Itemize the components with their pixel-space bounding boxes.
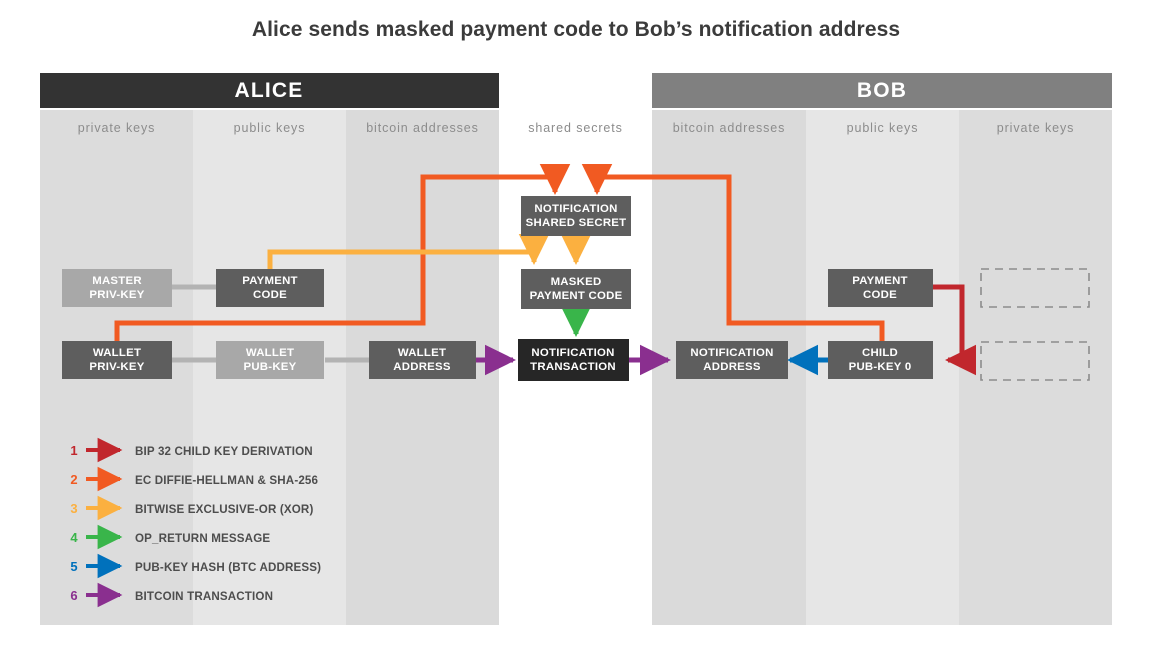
- legend-number-2: 2: [70, 472, 77, 487]
- node-box-wallet-pub-key: [216, 341, 324, 379]
- node-masked-payment-code[interactable]: MASKED PAYMENT CODE: [521, 269, 631, 309]
- column-label-bob-bitcoin-addresses: bitcoin addresses: [673, 121, 786, 135]
- arrow-yellow-payment-code-to-masked: [267, 234, 550, 269]
- node-label-payment-code-bob-line1: PAYMENT: [852, 275, 908, 287]
- legend-item-2: 2 EC DIFFIE-HELLMAN & SHA-256: [70, 466, 319, 492]
- node-box-notification-address: [676, 341, 788, 379]
- legend-number-4: 4: [70, 530, 78, 545]
- flow-arrows: [114, 164, 976, 376]
- node-master-priv-key[interactable]: MASTER PRIV-KEY: [62, 269, 172, 307]
- header-label-alice: ALICE: [235, 79, 304, 102]
- legend-item-4: 4 OP_RETURN MESSAGE: [70, 524, 270, 550]
- node-box-master-priv-key: [62, 269, 172, 307]
- node-payment-code-alice[interactable]: PAYMENT CODE: [216, 269, 324, 307]
- node-label-wallet-priv-key-line1: WALLET: [93, 347, 141, 359]
- node-box-payment-code-bob: [828, 269, 933, 307]
- node-box-wallet-priv-key: [62, 341, 172, 379]
- legend-label-1: BIP 32 CHILD KEY DERIVATION: [135, 445, 313, 458]
- node-label-notification-address-line1: NOTIFICATION: [690, 347, 773, 359]
- node-wallet-pub-key[interactable]: WALLET PUB-KEY: [216, 341, 324, 379]
- node-label-masked-payment-code-line1: MASKED: [551, 276, 602, 288]
- node-box-notification-transaction: [518, 339, 629, 381]
- node-label-child-pub-key-0-line1: CHILD: [862, 347, 898, 359]
- legend-number-3: 3: [70, 501, 77, 516]
- column-band-bob-private-keys: [959, 110, 1112, 625]
- placeholder-boxes: [980, 268, 1090, 381]
- node-label-masked-payment-code-line2: PAYMENT CODE: [530, 290, 623, 302]
- node-box-wallet-address: [369, 341, 476, 379]
- node-label-wallet-address-line2: ADDRESS: [393, 361, 451, 373]
- node-boxes: MASTER PRIV-KEY PAYMENT CODE NOTIFICATIO…: [62, 196, 933, 381]
- header-label-bob: BOB: [857, 79, 907, 102]
- node-box-child-pub-key-0: [828, 341, 933, 379]
- column-label-alice-public-keys: public keys: [234, 121, 306, 135]
- node-label-notification-address-line2: ADDRESS: [703, 361, 761, 373]
- column-label-alice-bitcoin-addresses: bitcoin addresses: [366, 121, 479, 135]
- node-label-child-pub-key-0-line2: PUB-KEY 0: [849, 361, 912, 373]
- node-label-notification-transaction-line2: TRANSACTION: [530, 361, 616, 373]
- legend-item-6: 6 BITCOIN TRANSACTION: [70, 582, 273, 608]
- node-label-payment-code-alice-line2: CODE: [253, 289, 287, 301]
- header-bar-alice: [40, 73, 499, 108]
- page-title: Alice sends masked payment code to Bob’s…: [251, 18, 901, 41]
- legend-number-6: 6: [70, 588, 77, 603]
- node-wallet-priv-key[interactable]: WALLET PRIV-KEY: [62, 341, 172, 379]
- arrow-red-payment-code-to-child-pubkey: [933, 284, 976, 376]
- column-label-bob-public-keys: public keys: [847, 121, 919, 135]
- placeholder-box-bob-private-key-upper: [980, 268, 1090, 308]
- legend-number-5: 5: [70, 559, 77, 574]
- node-payment-code-bob[interactable]: PAYMENT CODE: [828, 269, 933, 307]
- node-label-wallet-pub-key-line2: PUB-KEY: [243, 361, 296, 373]
- node-box-notification-shared-secret: [521, 196, 631, 236]
- node-box-payment-code-alice: [216, 269, 324, 307]
- legend-label-4: OP_RETURN MESSAGE: [135, 532, 270, 545]
- legend-label-3: BITWISE EXCLUSIVE-OR (XOR): [135, 503, 313, 516]
- legend-item-5: 5 PUB-KEY HASH (BTC ADDRESS): [70, 553, 321, 579]
- node-notification-address[interactable]: NOTIFICATION ADDRESS: [676, 341, 788, 379]
- node-label-wallet-priv-key-line2: PRIV-KEY: [89, 361, 144, 373]
- legend-item-1: 1 BIP 32 CHILD KEY DERIVATION: [70, 437, 313, 463]
- legend-number-1: 1: [70, 443, 77, 458]
- header-bar-bob: [652, 73, 1112, 108]
- legend-label-6: BITCOIN TRANSACTION: [135, 590, 273, 603]
- placeholder-box-bob-private-key-lower: [980, 341, 1090, 381]
- node-label-master-priv-key-line1: MASTER: [92, 275, 142, 287]
- party-headers: ALICE BOB: [40, 73, 1112, 108]
- arrow-orange-bob-to-shared-secret: [581, 164, 885, 341]
- node-notification-transaction[interactable]: NOTIFICATION TRANSACTION: [518, 339, 629, 381]
- column-label-bob-private-keys: private keys: [997, 121, 1075, 135]
- legend: 1 BIP 32 CHILD KEY DERIVATION 2 EC DIFFI…: [70, 437, 321, 608]
- column-labels: private keys public keys bitcoin address…: [78, 121, 1075, 135]
- column-label-alice-private-keys: private keys: [78, 121, 156, 135]
- node-box-masked-payment-code: [521, 269, 631, 309]
- legend-label-2: EC DIFFIE-HELLMAN & SHA-256: [135, 474, 319, 487]
- node-label-notification-shared-secret-line2: SHARED SECRET: [526, 217, 627, 229]
- node-wallet-address[interactable]: WALLET ADDRESS: [369, 341, 476, 379]
- legend-item-3: 3 BITWISE EXCLUSIVE-OR (XOR): [70, 495, 313, 521]
- node-label-notification-shared-secret-line1: NOTIFICATION: [534, 203, 617, 215]
- node-label-master-priv-key-line2: PRIV-KEY: [89, 289, 144, 301]
- column-label-shared-secrets: shared secrets: [528, 121, 623, 135]
- node-label-notification-transaction-line1: NOTIFICATION: [531, 347, 614, 359]
- node-notification-shared-secret[interactable]: NOTIFICATION SHARED SECRET: [521, 196, 631, 236]
- node-child-pub-key-0[interactable]: CHILD PUB-KEY 0: [828, 341, 933, 379]
- node-label-payment-code-alice-line1: PAYMENT: [242, 275, 298, 287]
- node-label-wallet-pub-key-line1: WALLET: [246, 347, 294, 359]
- legend-label-5: PUB-KEY HASH (BTC ADDRESS): [135, 561, 321, 574]
- node-label-payment-code-bob-line2: CODE: [863, 289, 897, 301]
- gray-connectors: [172, 284, 369, 363]
- node-label-wallet-address-line1: WALLET: [398, 347, 446, 359]
